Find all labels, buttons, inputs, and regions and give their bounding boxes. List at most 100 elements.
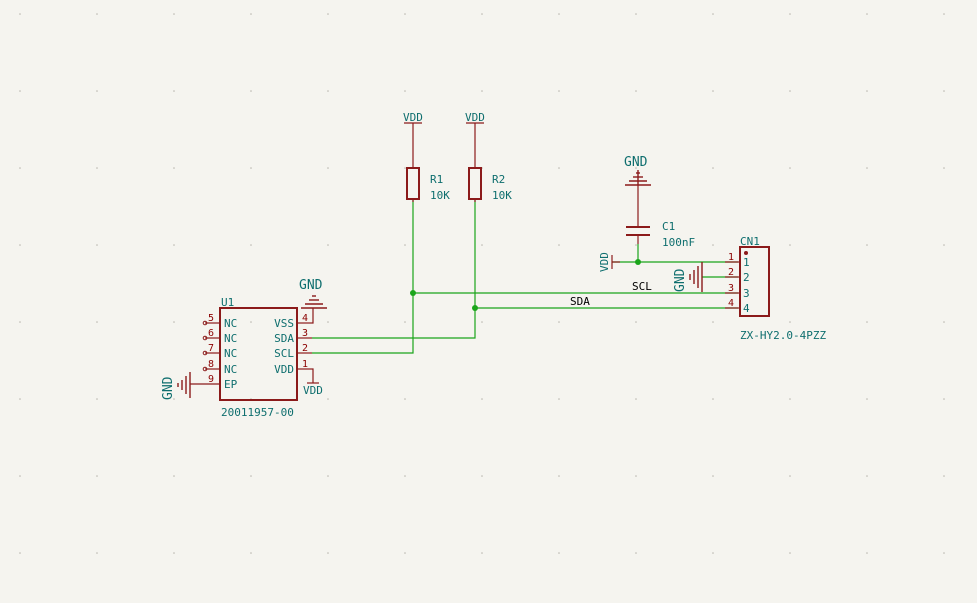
gnd-symbol-u1-ep[interactable]: GND xyxy=(161,372,191,400)
u1-pin8-nc-mark xyxy=(202,366,208,372)
grid-dot xyxy=(173,475,175,477)
r2-value: 10K xyxy=(492,189,512,202)
vdd-label-r2: VDD xyxy=(465,111,485,124)
gnd-symbol-cn1[interactable]: GND xyxy=(673,262,703,292)
grid-dot xyxy=(96,167,98,169)
u1-pin8-num: 8 xyxy=(208,359,214,370)
r2-body xyxy=(468,167,482,200)
component-r2[interactable]: R2 10K xyxy=(468,123,512,202)
r2-ref: R2 xyxy=(492,173,505,186)
u1-pin5-num: 5 xyxy=(208,313,214,324)
grid-dot xyxy=(712,552,714,554)
grid-dot xyxy=(19,552,21,554)
grid-dot xyxy=(866,90,868,92)
grid-dot xyxy=(635,552,637,554)
grid-dot xyxy=(96,321,98,323)
grid-dot xyxy=(250,475,252,477)
grid-dot xyxy=(404,13,406,15)
grid-dot xyxy=(327,13,329,15)
cn1-pin1-name: 1 xyxy=(743,256,750,269)
cn1-pin4-name: 4 xyxy=(743,302,750,315)
u1-vss-wire xyxy=(312,308,314,324)
grid-dot xyxy=(19,398,21,400)
grid-dot xyxy=(173,398,175,400)
vdd-symbol-r1[interactable]: VDD xyxy=(403,111,423,124)
grid-dot xyxy=(173,90,175,92)
u1-pin4-num: 4 xyxy=(302,313,308,324)
grid-dot xyxy=(635,13,637,15)
vdd-symbol-u1[interactable]: VDD xyxy=(303,382,323,397)
u1-pin8-name: NC xyxy=(224,363,237,376)
grid-dot xyxy=(481,398,483,400)
grid-dot xyxy=(789,13,791,15)
vdd-symbol-cn1[interactable]: VDD xyxy=(598,252,620,272)
grid-dot xyxy=(327,90,329,92)
grid-dot xyxy=(173,552,175,554)
grid-dot xyxy=(558,90,560,92)
gnd-symbol-c1[interactable]: GND xyxy=(624,155,651,186)
component-cn1[interactable]: CN1 ZX-HY2.0-4PZZ 1 2 3 4 1 2 3 4 xyxy=(725,235,826,342)
u1-pin7-num: 7 xyxy=(208,343,214,354)
gnd-label-u1-ep: GND xyxy=(161,376,176,400)
grid-dot xyxy=(712,475,714,477)
grid-dot xyxy=(404,90,406,92)
grid-dot xyxy=(481,244,483,246)
u1-pin3-num: 3 xyxy=(302,328,308,339)
component-r1[interactable]: R1 10K xyxy=(406,123,450,202)
grid-dot xyxy=(250,90,252,92)
grid-dots xyxy=(19,13,945,554)
junction-sda xyxy=(472,305,478,311)
gnd-label-cn1: GND xyxy=(673,268,688,292)
gnd-symbol-u1-vss[interactable]: GND xyxy=(299,278,327,309)
u1-pin7-name: NC xyxy=(224,347,237,360)
u1-pin5-name: NC xyxy=(224,317,237,330)
grid-dot xyxy=(712,167,714,169)
u1-body xyxy=(219,307,298,401)
junction-vdd xyxy=(635,259,641,265)
vdd-label-u1: VDD xyxy=(303,384,323,397)
grid-dot xyxy=(404,321,406,323)
grid-dot xyxy=(19,90,21,92)
u1-pin2-name: SCL xyxy=(274,347,294,360)
c1-value: 100nF xyxy=(662,236,695,249)
grid-dot xyxy=(19,475,21,477)
grid-dot xyxy=(96,552,98,554)
u1-ref: U1 xyxy=(221,296,234,309)
grid-dot xyxy=(327,475,329,477)
grid-dot xyxy=(635,321,637,323)
grid-dot xyxy=(943,167,945,169)
grid-dot xyxy=(19,321,21,323)
grid-dot xyxy=(19,244,21,246)
vdd-label-cn1: VDD xyxy=(598,252,611,272)
grid-dot xyxy=(19,167,21,169)
grid-dot xyxy=(250,167,252,169)
grid-dot xyxy=(789,167,791,169)
grid-dot xyxy=(173,167,175,169)
u1-pin2-num: 2 xyxy=(302,343,308,354)
grid-dot xyxy=(173,321,175,323)
u1-pin6-name: NC xyxy=(224,332,237,345)
grid-dot xyxy=(789,398,791,400)
u1-pin4-name: VSS xyxy=(274,317,294,330)
cn1-pin1-marker xyxy=(744,251,748,255)
grid-dot xyxy=(866,167,868,169)
grid-dot xyxy=(404,552,406,554)
grid-dot xyxy=(943,90,945,92)
u1-pin6-nc-mark xyxy=(202,335,208,341)
component-c1[interactable]: C1 100nF xyxy=(626,185,695,249)
cn1-body xyxy=(739,246,770,317)
grid-dot xyxy=(404,167,406,169)
wire-scl-u1[interactable] xyxy=(312,200,414,354)
component-u1[interactable]: U1 20011957-00 5 6 7 8 9 NC NC NC NC EP … xyxy=(190,296,314,419)
wire-sda-u1[interactable] xyxy=(312,200,476,339)
grid-dot xyxy=(96,90,98,92)
grid-dot xyxy=(481,552,483,554)
u1-pin9-name: EP xyxy=(224,378,238,391)
grid-dot xyxy=(404,475,406,477)
grid-dot xyxy=(96,244,98,246)
grid-dot xyxy=(635,90,637,92)
grid-dot xyxy=(558,167,560,169)
u1-pin1-name: VDD xyxy=(274,363,294,376)
grid-dot xyxy=(173,13,175,15)
vdd-symbol-r2[interactable]: VDD xyxy=(465,111,485,124)
